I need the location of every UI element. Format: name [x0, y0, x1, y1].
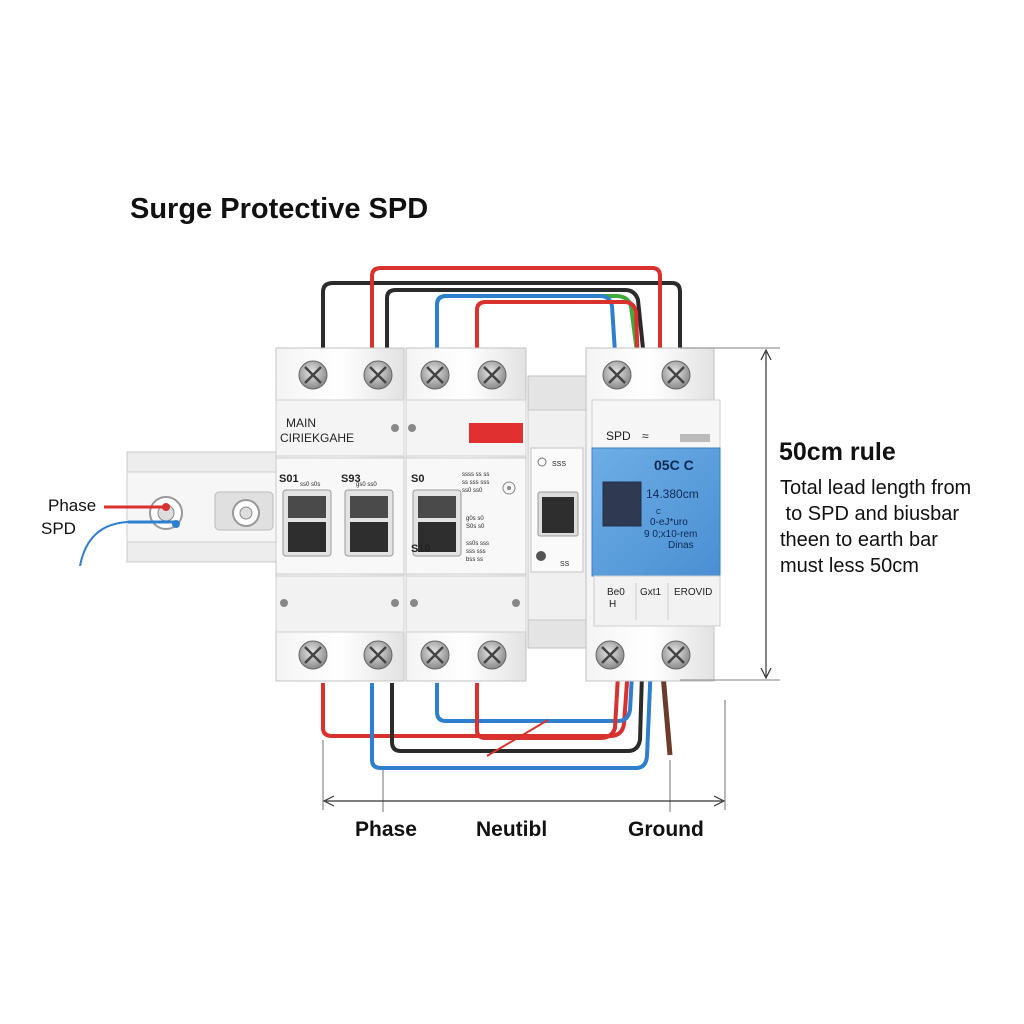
spd-line4: Dinas — [668, 540, 694, 551]
spd-small-c: C — [656, 509, 661, 516]
bottom-ground-label: Ground — [628, 818, 704, 841]
spd-tab1: SPD — [606, 429, 631, 443]
spd-line2: 0-eJ*uro — [650, 517, 688, 528]
bottom-wiring — [321, 639, 673, 770]
terminal-screws — [298, 360, 691, 670]
second-small7: sss sss — [466, 549, 486, 555]
screw — [602, 360, 632, 390]
spd-tab2: ≈ — [642, 429, 649, 443]
screw — [363, 640, 393, 670]
second-small8: bss ss — [466, 557, 483, 563]
second-circuit-breaker — [405, 347, 527, 682]
screw — [477, 360, 507, 390]
bottom-phase-label: Phase — [355, 818, 417, 841]
din-rail — [126, 451, 293, 563]
rule-line-2: to SPD and biusbar — [780, 503, 959, 525]
rule-line-4: must less 50cm — [780, 555, 919, 577]
spd-bottom1b: H — [609, 599, 616, 610]
second-small3: ss0 ss0 — [462, 488, 483, 494]
bottom-neutral-label: Neutibl — [476, 818, 548, 841]
screw — [661, 360, 691, 390]
input-spd-label: SPD — [41, 519, 76, 538]
screw — [477, 640, 507, 670]
spd-window — [602, 481, 642, 527]
rule-line-1: Total lead length from — [780, 477, 972, 499]
screw — [420, 640, 450, 670]
second-code-top: S0 — [411, 473, 424, 485]
main-label-line2: CIRIEKGAHE — [280, 431, 354, 445]
spd-bottom1a: Be0 — [607, 587, 625, 598]
screw — [298, 640, 328, 670]
horizontal-dimension — [322, 700, 726, 812]
main-pole2-small: gs0 ss0 — [356, 482, 377, 488]
second-small5: S0s s0 — [466, 524, 485, 530]
spd-bottom2: Gxt1 — [640, 587, 662, 598]
screw — [661, 640, 691, 670]
mini-bottom: SS — [560, 561, 570, 568]
rule-heading: 50cm rule — [779, 438, 896, 466]
second-small2: ss sss sss — [462, 480, 489, 486]
main-pole1-code: S01 — [279, 473, 299, 485]
top-wiring — [321, 266, 682, 369]
screw — [298, 360, 328, 390]
spd-header: 05C C — [654, 457, 694, 473]
device-labels: MAIN CIRIEKGAHE S01 S93 ss0 s0s gs0 ss0 … — [279, 416, 712, 610]
mini-code: SSS — [552, 461, 566, 468]
spd-display: 14.380cm — [646, 487, 699, 501]
mini-module — [527, 375, 587, 649]
second-small4: g0s s0 — [466, 516, 484, 522]
main-circuit-breaker — [275, 347, 405, 682]
input-wires — [79, 503, 180, 567]
screw — [420, 360, 450, 390]
rule-line-3: theen to earth bar — [780, 529, 938, 551]
screw — [363, 360, 393, 390]
spd-module — [585, 347, 721, 682]
second-small1: ssss ss ss — [462, 472, 489, 478]
spd-bottom3: EROVID — [674, 587, 712, 598]
red-indicator — [469, 423, 523, 443]
input-phase-label: Phase — [48, 496, 97, 515]
main-label-line1: MAIN — [286, 416, 316, 430]
main-pole1-small: ss0 s0s — [300, 482, 320, 488]
main-pole2-code: S93 — [341, 473, 361, 485]
spd-line3: 9 0;x10-rem — [644, 529, 697, 540]
screw — [595, 640, 625, 670]
diagram-title: Surge Protective SPD — [130, 193, 429, 225]
vertical-dimension — [680, 347, 780, 681]
second-small6: ss0s sss — [466, 541, 489, 547]
second-code-bottom: S10 — [411, 543, 431, 555]
